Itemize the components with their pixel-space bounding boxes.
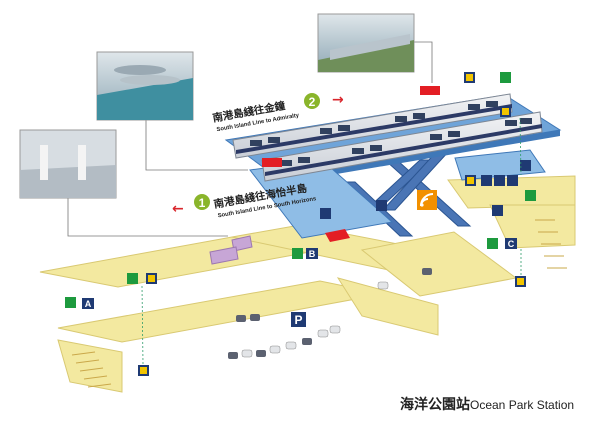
station-name-en: Ocean Park Station <box>470 398 574 412</box>
concourse-marker <box>325 229 350 242</box>
facility-icons <box>320 160 531 219</box>
wifi-icon <box>417 190 437 210</box>
photo-platform-overview <box>317 13 415 73</box>
exit-c-badge: C <box>505 238 517 249</box>
platform-1-badge <box>194 194 210 210</box>
platform-marker-lower <box>262 158 282 167</box>
platform-1-arrow-icon: ← <box>172 201 184 217</box>
lift-icon <box>138 72 526 376</box>
exit-letter-a: A <box>85 299 92 309</box>
train-lower <box>261 111 543 182</box>
train-upper <box>232 93 513 159</box>
exit-letter-c: C <box>508 239 515 249</box>
exit-letter-b: B <box>309 249 316 259</box>
exit-a-badge: A <box>82 298 94 309</box>
platform-2-badge <box>304 93 320 109</box>
parking-sign <box>291 312 306 327</box>
staircase-right <box>535 219 567 269</box>
platform-2-number: 2 <box>309 95 316 109</box>
platform-2-arrow-icon: → <box>332 92 344 108</box>
photo-concourse-view <box>19 129 117 199</box>
station-name-zh: 海洋公園站 <box>400 396 470 413</box>
vertical-guides <box>141 117 522 365</box>
parking-symbol: P <box>294 313 302 327</box>
staircase-left <box>71 351 112 388</box>
platform-1-number: 1 <box>199 196 206 210</box>
exit-b-badge: B <box>306 248 318 259</box>
exit-icons-green <box>65 72 536 308</box>
plant-rooms <box>209 235 253 265</box>
platform-marker-upper <box>420 86 440 95</box>
photo-platform-view <box>96 51 194 121</box>
parking-cars <box>228 268 432 359</box>
